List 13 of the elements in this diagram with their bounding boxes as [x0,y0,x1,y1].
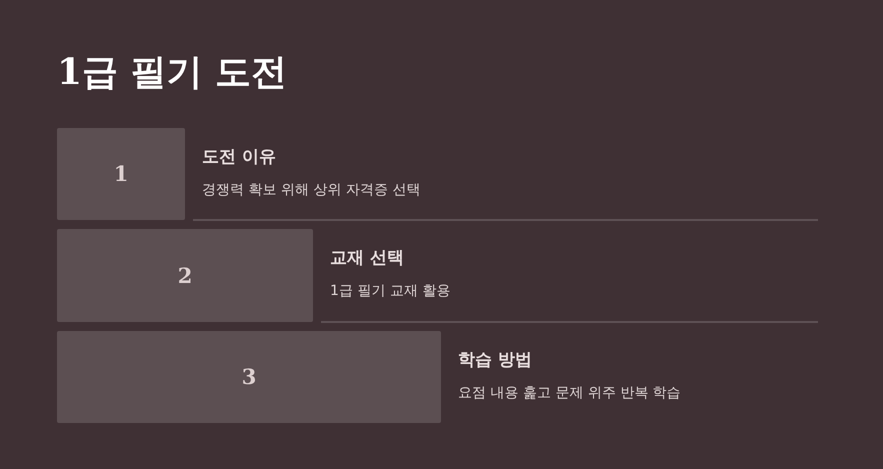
step-heading: 교재 선택 [330,247,404,269]
step-number: 2 [178,262,192,288]
step-description: 요점 내용 훑고 문제 위주 반복 학습 [458,384,681,403]
step-description: 1급 필기 교재 활용 [330,282,450,301]
step-box [57,229,313,322]
step-number: 3 [242,364,256,390]
title: 1급 필기 도전 [57,50,288,95]
step-box [57,331,441,423]
step-description: 경쟁력 확보 위해 상위 자격증 선택 [202,181,420,200]
step-box [57,128,185,220]
step-heading: 도전 이유 [202,146,276,168]
step-heading: 학습 방법 [458,349,532,371]
step-number: 1 [114,161,128,187]
